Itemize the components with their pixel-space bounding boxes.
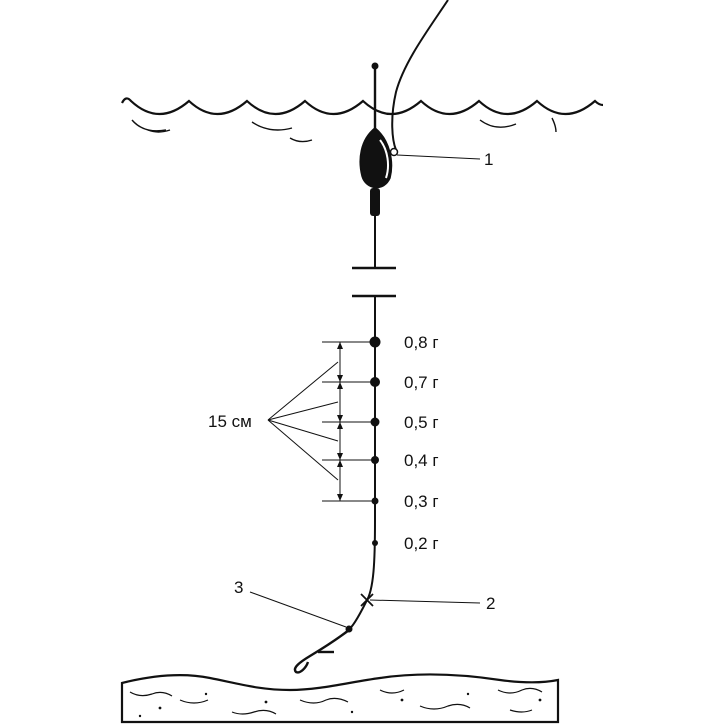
shot-weight-label-1: 0,8 г: [404, 333, 439, 352]
main-line-lower: [347, 296, 376, 631]
spacing-label: 15 см: [208, 412, 252, 431]
shot-weight-label-2: 0,7 г: [404, 373, 439, 392]
spacing-leader-lines: [267, 361, 339, 481]
dimension-arrowheads: [337, 342, 343, 501]
shot-weight-3: [370, 417, 380, 427]
callout-1-leader: [396, 154, 481, 160]
shot-weight-5: [371, 497, 379, 505]
callout-3-leader: [249, 591, 347, 628]
shot-weight-6: [372, 540, 378, 546]
callout-1-number: 1: [484, 150, 493, 169]
main-line-to-rod: [391, 0, 449, 151]
shot-weight-label-5: 0,3 г: [404, 492, 439, 511]
river-bottom: [120, 673, 560, 724]
float: [359, 62, 399, 216]
hook: [293, 629, 350, 674]
shot-weight-2: [370, 377, 380, 387]
swivel-mark: [360, 593, 374, 607]
callout-3-number: 3: [234, 578, 243, 597]
shot-weight-label-6: 0,2 г: [404, 534, 439, 553]
shot-weight-4: [371, 456, 379, 464]
callout-2-leader: [369, 599, 481, 604]
callout-2-number: 2: [486, 594, 495, 613]
shot-weight-1: [369, 336, 381, 348]
water-ripple-marks: [131, 117, 557, 143]
shot-weight-label-3: 0,5 г: [404, 413, 439, 432]
shot-weight-label-4: 0,4 г: [404, 451, 439, 470]
water-surface: [121, 97, 604, 115]
spacing-dimension-lines: [322, 341, 372, 502]
